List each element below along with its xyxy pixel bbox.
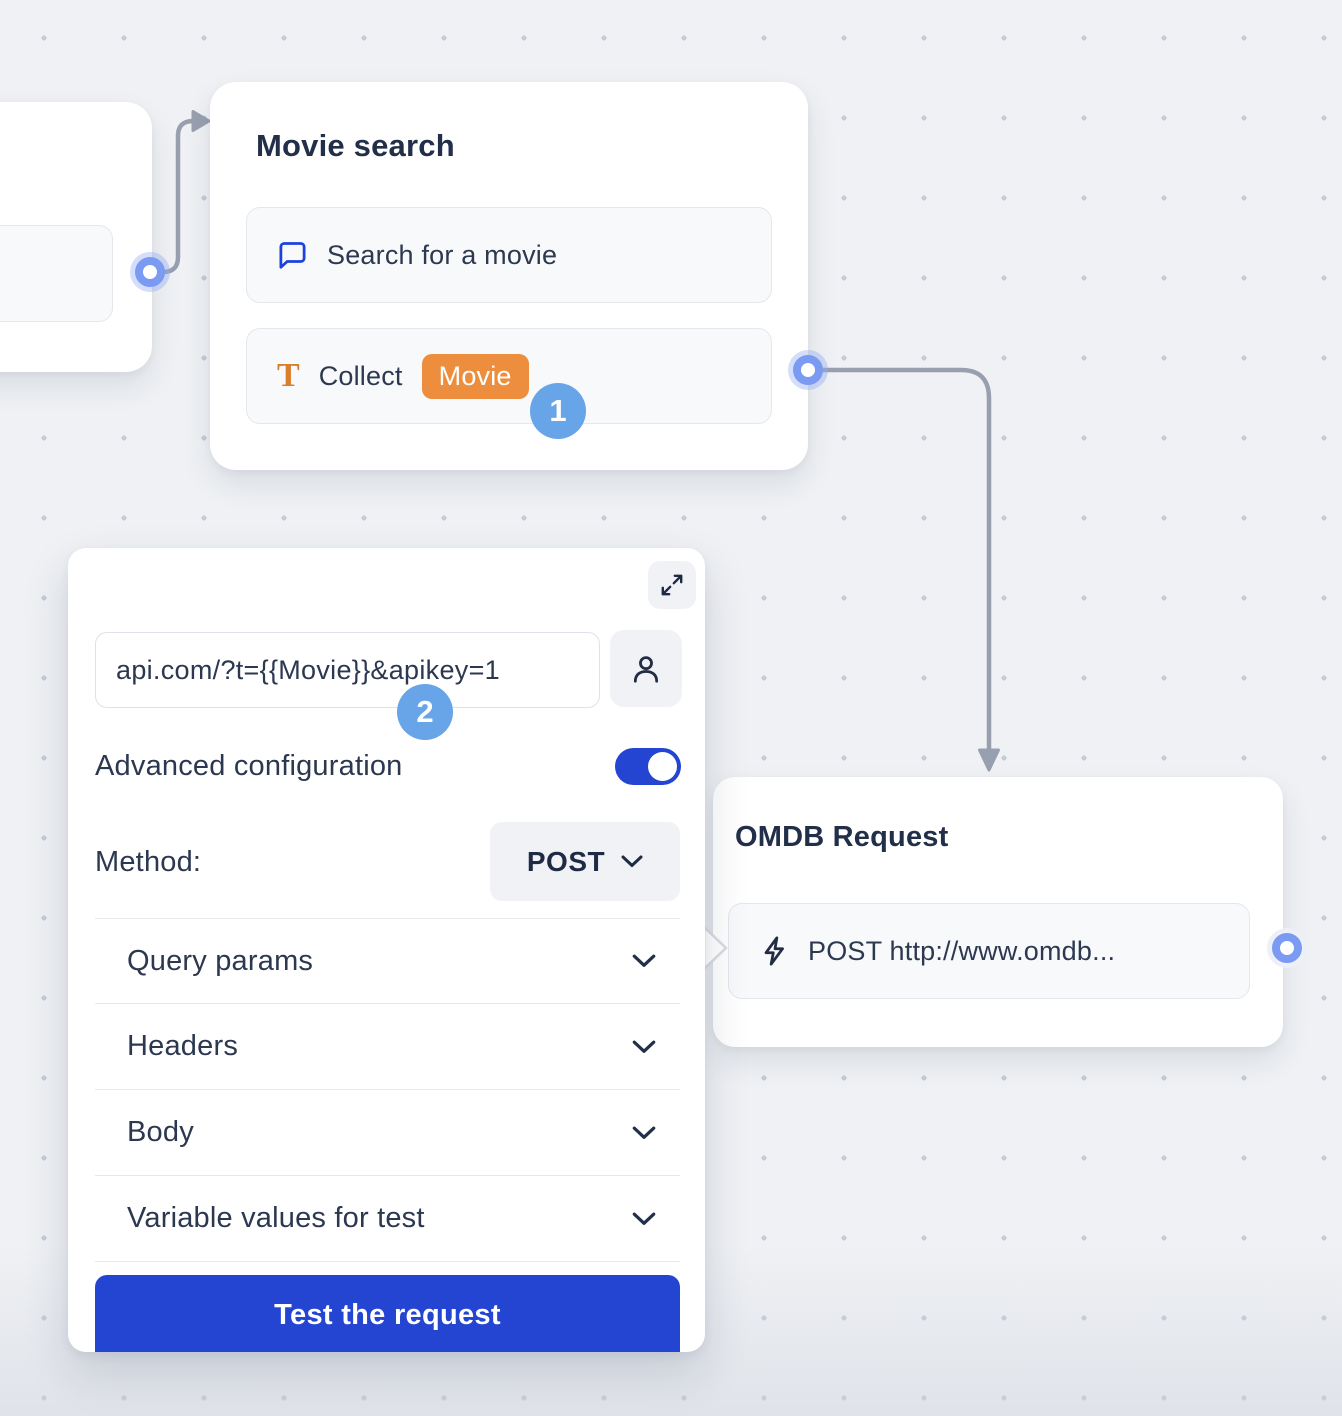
input-port-omdb[interactable]: [702, 924, 730, 972]
item-label: POST http://www.omdb...: [808, 935, 1116, 966]
connector-movie-search-to-omdb: [817, 367, 1000, 772]
node-item-collect-movie[interactable]: T Collect Movie: [246, 328, 772, 424]
advanced-configuration-label: Advanced configuration: [95, 750, 403, 782]
section-label: Headers: [127, 1030, 239, 1062]
arrowhead-right-icon: [191, 110, 211, 132]
node-item-search-for-movie[interactable]: Search for a movie: [246, 207, 772, 303]
url-value: api.com/?t={{Movie}}&apikey=1: [116, 654, 500, 685]
section-body[interactable]: Body: [95, 1090, 680, 1176]
chat-bubble-icon: [279, 241, 306, 269]
webhook-config-panel: api.com/?t={{Movie}}&apikey=1 2 Advanced…: [68, 548, 705, 1352]
variable-badge-movie[interactable]: Movie: [421, 353, 529, 399]
connector-left-to-movie-search: [151, 110, 211, 275]
section-label: Body: [127, 1116, 194, 1148]
chevron-down-icon: [632, 1040, 656, 1053]
chevron-down-icon: [632, 954, 656, 967]
test-request-button[interactable]: Test the request: [95, 1275, 680, 1352]
annotation-step-1-badge: 1: [530, 383, 586, 439]
node-title: OMDB Request: [735, 821, 949, 853]
toggle-knob: [648, 752, 677, 781]
advanced-configuration-toggle[interactable]: [615, 748, 681, 785]
output-port-movie-search[interactable]: [788, 350, 828, 390]
node-title: Movie search: [256, 128, 455, 163]
port-ring: [1272, 933, 1302, 963]
node-omdb-request[interactable]: OMDB Request POST http://www.omdb...: [713, 777, 1283, 1047]
method-value: POST: [526, 845, 606, 877]
node-movie-search[interactable]: Movie search Search for a movie T Collec…: [210, 82, 808, 470]
port-ring: [135, 257, 165, 287]
section-label: Query params: [127, 944, 314, 977]
variables-button[interactable]: [610, 630, 682, 707]
text-icon: T: [277, 357, 300, 394]
url-input[interactable]: api.com/?t={{Movie}}&apikey=1: [95, 632, 600, 708]
user-icon: [633, 655, 659, 683]
expand-button[interactable]: [648, 561, 696, 609]
arrowhead-down-icon: [978, 748, 1000, 772]
item-label: Collect: [318, 360, 403, 391]
item-label: Search for a movie: [327, 239, 558, 270]
section-variable-values[interactable]: Variable values for test: [95, 1176, 680, 1262]
section-label: Variable values for test: [127, 1202, 425, 1234]
expand-icon: [661, 574, 683, 596]
partial-left-node[interactable]: [0, 102, 152, 372]
chevron-down-icon: [632, 1212, 656, 1225]
config-sections: Query params Headers Body Variable value…: [95, 918, 680, 1262]
partial-left-node-item[interactable]: [0, 225, 113, 322]
output-port-omdb[interactable]: [1267, 928, 1307, 968]
section-headers[interactable]: Headers: [95, 1004, 680, 1090]
chevron-down-icon: [632, 1126, 656, 1139]
lightning-icon: [764, 936, 784, 966]
output-port-left-node[interactable]: [130, 252, 170, 292]
node-item-omdb-post[interactable]: POST http://www.omdb...: [728, 903, 1250, 999]
section-query-params[interactable]: Query params: [95, 918, 680, 1004]
method-dropdown[interactable]: POST: [490, 822, 680, 901]
method-label: Method:: [95, 846, 202, 878]
chevron-down-icon: [621, 855, 643, 867]
annotation-step-2-badge: 2: [397, 684, 453, 740]
port-ring: [793, 355, 823, 385]
